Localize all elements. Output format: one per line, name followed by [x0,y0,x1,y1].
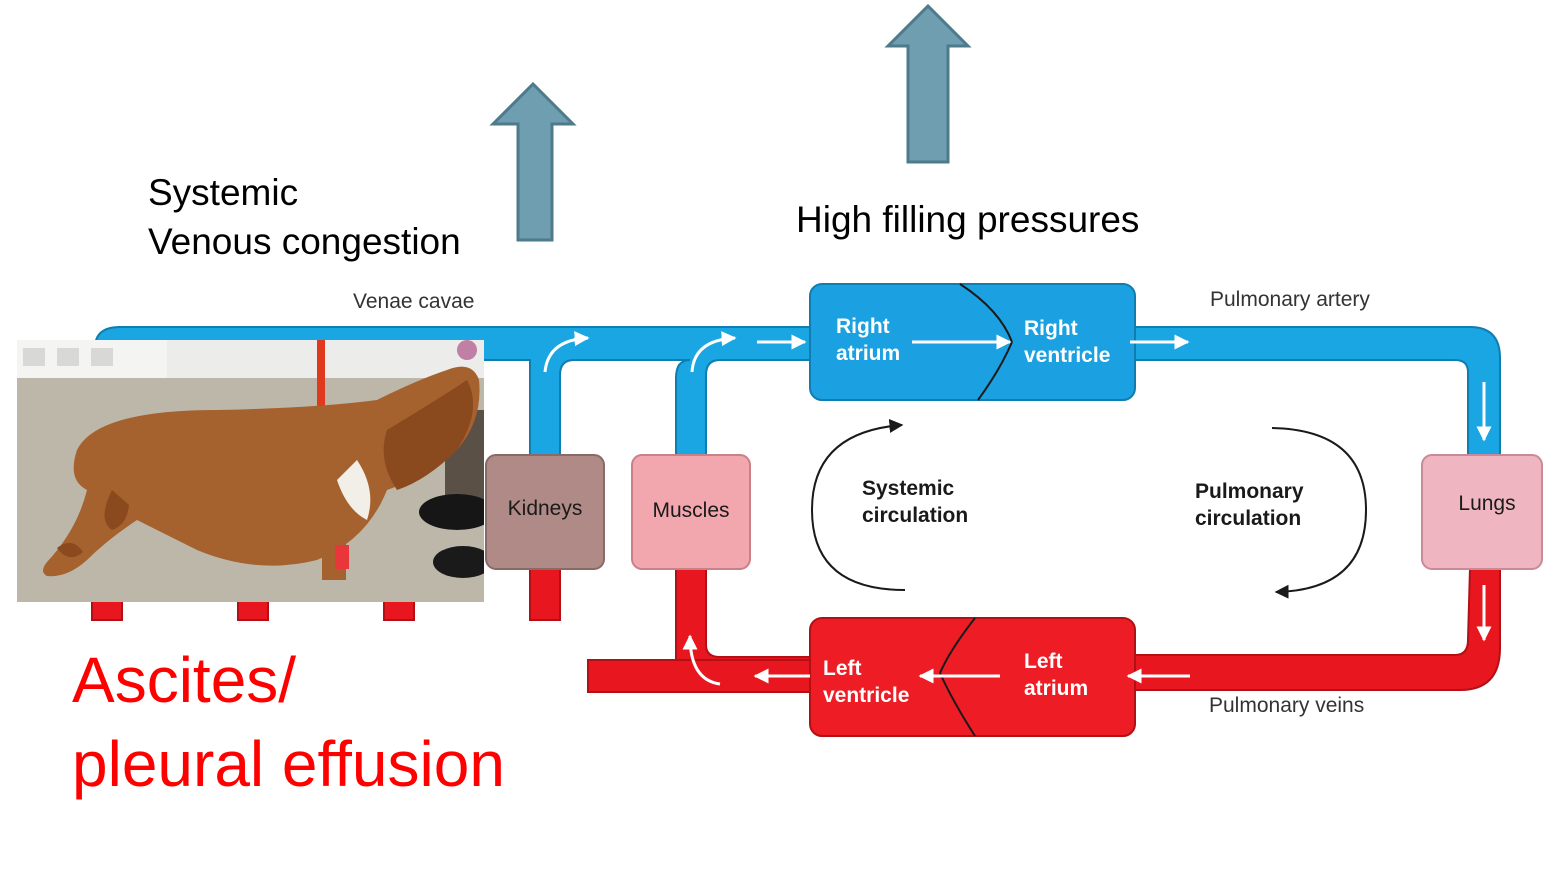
venous-congestion-line: Venous congestion [148,221,461,262]
pleural-effusion-line: pleural effusion [72,728,505,800]
high-filling-pressures-text: High filling pressures [796,199,1140,240]
dog-photo [17,340,484,602]
right-ventricle-label: Right ventricle [1024,317,1110,367]
kidneys-box [485,454,605,570]
up-arrow-icon [489,81,577,242]
ascites-line: Ascites/ [72,644,297,716]
left-ventricle-label: Left ventricle [823,657,909,707]
arterial-vessels [91,567,1501,693]
kidneys-label: Kidneys [508,497,583,520]
venae-cavae-label: Venae cavae [353,290,474,313]
up-arrow-icon [884,3,972,164]
lungs-label: Lungs [1458,492,1515,515]
muscles-label: Muscles [652,499,729,522]
systemic-venous-congestion-text: Systemic Venous congestion [148,168,461,266]
systemic-circulation-label: Systemic circulation [862,477,968,527]
pulmonary-veins-label: Pulmonary veins [1209,694,1364,717]
lungs-box [1421,454,1543,570]
pulmonary-loop-arrow [1271,427,1368,599]
muscles-box [631,454,751,570]
pulmonary-artery-label: Pulmonary artery [1210,288,1370,311]
pulmonary-circulation-label: Pulmonary circulation [1195,480,1309,530]
flow-arrows [543,331,1492,686]
ascites-effusion-text: Ascites/ pleural effusion [72,638,505,806]
right-atrium-label: Right atrium [836,315,900,365]
left-atrium-label: Left atrium [1024,650,1088,700]
systemic-line: Systemic [148,172,299,213]
mitral-valve [939,617,976,737]
systemic-loop-arrow [810,419,906,591]
